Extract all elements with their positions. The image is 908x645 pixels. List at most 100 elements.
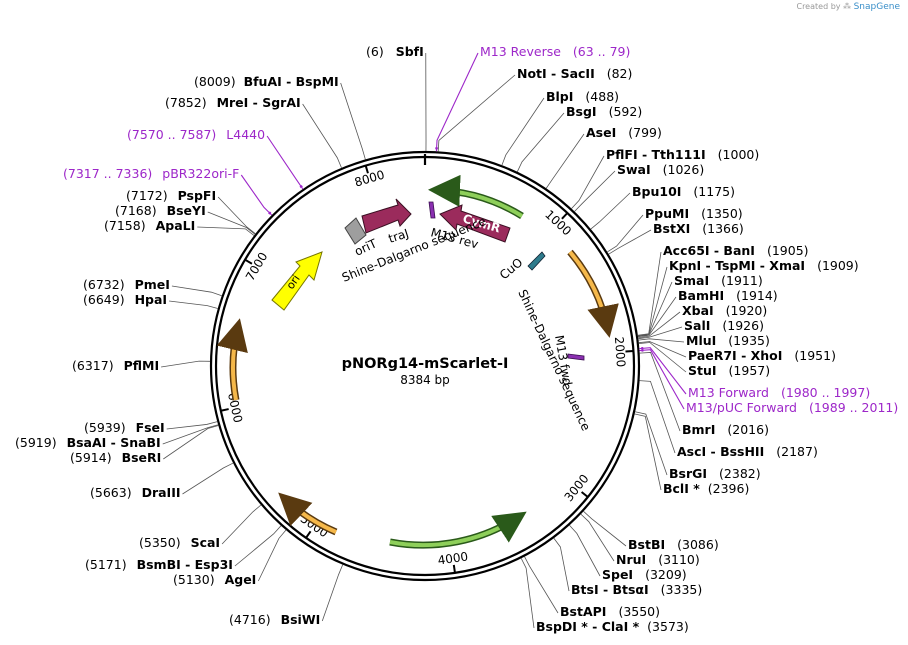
orange-arc-bottom [278, 492, 337, 534]
oriT-feature [344, 217, 367, 245]
enzyme-label-bstxi[interactable]: BstXI(1366) [653, 221, 744, 236]
green-arc-bottom [389, 511, 527, 548]
leader-enzymes-4 [501, 97, 545, 166]
enzyme-label-nrui[interactable]: NruI(3110) [616, 552, 700, 567]
enzyme-label-paer7i-xhoi[interactable]: PaeR7I - XhoI(1951) [688, 348, 836, 363]
leader-enzymes-22 [639, 380, 676, 454]
leader-enzymes-25 [583, 510, 627, 547]
enzyme-label-bseyi[interactable]: (7168)BseYI [115, 203, 206, 218]
backbone-outer [209, 150, 641, 582]
leader-enzymes-37 [166, 421, 218, 430]
enzyme-label-bsrgi[interactable]: BsrGI(2382) [669, 466, 761, 481]
enzyme-label-bseri[interactable]: (5914)BseRI [70, 450, 161, 465]
enzyme-label-stui[interactable]: StuI(1957) [688, 363, 770, 378]
enzyme-label-ppumi[interactable]: PpuMI(1350) [645, 206, 743, 221]
enzyme-label-fsei[interactable]: (5939)FseI [84, 420, 165, 435]
primer-label-l4440[interactable]: (7570 .. 7587)L4440 [127, 127, 265, 142]
enzyme-label-bmri[interactable]: BmrI(2016) [682, 422, 769, 437]
enzyme-label-scai[interactable]: (5350)ScaI [139, 535, 220, 550]
enzyme-label-hpai[interactable]: (6649)HpaI [83, 292, 167, 307]
primer-label-pbr322ori-f[interactable]: (7317 .. 7336)pBR322ori-F [63, 166, 239, 181]
tick-mark-6000 [220, 408, 229, 412]
leader-enzymes-17 [638, 326, 683, 340]
enzyme-label-mrei-sgrai[interactable]: (7852)MreI - SgrAI [165, 95, 301, 110]
enzyme-label-pmei[interactable]: (6732)PmeI [83, 277, 170, 292]
enzyme-label-asci-bsshii[interactable]: AscI - BssHII(2187) [677, 444, 818, 459]
leader-enzymes-34 [171, 285, 222, 297]
m13-fwd-primer-feature [567, 353, 585, 361]
green-arc-top [428, 174, 524, 218]
plasmid-length: 8384 bp [400, 373, 450, 387]
tick-label-1000: 1000 [542, 207, 574, 238]
enzyme-label-smai[interactable]: SmaI(1911) [674, 273, 763, 288]
leader-enzymes-39 [163, 425, 219, 460]
enzyme-label-bpu10i[interactable]: Bpu10I(1175) [632, 184, 735, 199]
enzyme-label-pspfi[interactable]: (7172)PspFI [126, 188, 216, 203]
tick-mark-5000 [305, 530, 312, 539]
enzyme-label-bstapi[interactable]: BstAPI(3550) [560, 604, 660, 619]
leader-enzymes-8 [574, 170, 616, 212]
enzyme-label-pflfi-tth111i[interactable]: PflFI - Tth111I(1000) [606, 147, 759, 162]
leader-enzymes-29 [524, 556, 559, 614]
leader-enzymes-41 [221, 504, 262, 545]
enzyme-label-bamhi[interactable]: BamHI(1914) [678, 288, 778, 303]
leader-enzymes-28 [553, 537, 570, 592]
tick-mark-2000 [625, 349, 634, 353]
cuO-label: CuO [497, 255, 525, 282]
enzyme-label-bsgi[interactable]: BsgI(592) [566, 104, 642, 119]
tick-mark-3000 [580, 491, 589, 498]
watermark-prefix: Created by [796, 2, 841, 11]
leader-enzymes-32 [207, 211, 256, 235]
enzyme-label-bfuai-bspmi[interactable]: (8009)BfuAI - BspMI [194, 74, 339, 89]
enzyme-label-noti-sacii[interactable]: NotI - SacII(82) [517, 66, 632, 81]
enzyme-label-agei[interactable]: (5130)AgeI [173, 572, 256, 587]
label-leaders [161, 52, 687, 629]
plasmid-name: pNORg14-mScarlet-I [342, 356, 509, 372]
enzyme-label-bcli[interactable]: BclI *(2396) [663, 481, 749, 496]
primer-site-primers-2 [268, 211, 272, 215]
enzyme-label-apali[interactable]: (7158)ApaLI [104, 218, 195, 233]
leader-enzymes-16 [638, 311, 681, 339]
leader-enzymes-26 [580, 513, 615, 562]
enzyme-label-asei[interactable]: AseI(799) [586, 125, 662, 140]
leader-enzymes-6 [545, 133, 585, 189]
enzyme-label-bspdi-clai[interactable]: BspDI * - ClaI *(3573) [536, 619, 689, 634]
tick-mark-1000 [561, 212, 569, 220]
enzyme-label-acc65i-bani[interactable]: Acc65I - BanI(1905) [663, 243, 809, 258]
tick-label-6000: 6000 [225, 391, 245, 424]
ori-arrow [271, 251, 323, 311]
enzyme-label-spei[interactable]: SpeI(3209) [602, 567, 687, 582]
leader-enzymes-5 [516, 112, 565, 172]
enzyme-label-blpi[interactable]: BlpI(488) [546, 89, 619, 104]
primer-label-m13-puc-forward[interactable]: M13/pUC Forward(1989 .. 2011) [686, 400, 898, 415]
leader-enzymes-31 [217, 196, 256, 235]
cymR-arrow [439, 204, 511, 243]
leader-enzymes-7 [571, 155, 605, 209]
enzyme-label-bsaai-snabi[interactable]: (5919)BsaAI - SnaBI [15, 435, 161, 450]
leader-enzymes-27 [569, 524, 601, 577]
enzyme-label-bsiwi[interactable]: (4716)BsiWI [229, 612, 320, 627]
enzyme-label-bstbi[interactable]: BstBI(3086) [628, 537, 719, 552]
primer-label-m13-reverse[interactable]: M13 Reverse(63 .. 79) [480, 44, 630, 59]
leader-enzymes-3 [437, 74, 516, 152]
primer-label-m13-forward[interactable]: M13 Forward(1980 .. 1997) [688, 385, 870, 400]
enzyme-label-btsi-btsai[interactable]: BtsI - BtsαI(3335) [571, 582, 702, 597]
enzyme-label-xbai[interactable]: XbaI(1920) [682, 303, 767, 318]
enzyme-label-sali[interactable]: SalI(1926) [684, 318, 764, 333]
enzyme-label-swai[interactable]: SwaI(1026) [617, 162, 704, 177]
enzyme-label-sbfi[interactable]: (6)SbfI [366, 44, 424, 59]
tick-label-8000: 8000 [353, 167, 386, 189]
enzyme-label-draiii[interactable]: (5663)DraIII [90, 485, 181, 500]
leader-enzymes-24 [634, 413, 662, 491]
enzyme-label-kpni-tspmi-xmai[interactable]: KpnI - TspMI - XmaI(1909) [669, 258, 859, 273]
tick-mark-7000 [244, 258, 253, 265]
watermark-brand: SnapGene [853, 2, 900, 12]
cuO-feature [527, 251, 546, 271]
leader-enzymes-40 [182, 462, 234, 495]
orange-arc-right-border [567, 249, 612, 331]
enzyme-label-mlui[interactable]: MluI(1935) [686, 333, 770, 348]
enzyme-label-pflmi[interactable]: (6317)PflMI [72, 358, 159, 373]
enzyme-label-bsmbi-esp3i[interactable]: (5171)BsmBI - Esp3I [85, 557, 233, 572]
leader-enzymes-21 [639, 352, 681, 432]
leader-enzymes-10 [607, 214, 644, 253]
